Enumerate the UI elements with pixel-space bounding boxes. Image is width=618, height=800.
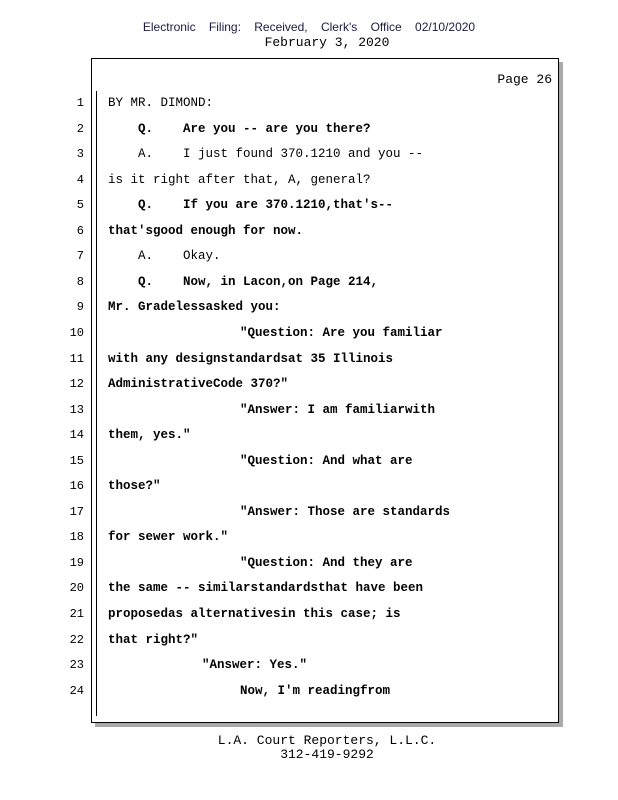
line-number: 5 bbox=[76, 198, 84, 213]
line-number: 11 bbox=[69, 351, 84, 366]
line-text: the same -- similarstandardsthat have be… bbox=[108, 581, 424, 596]
line-number: 7 bbox=[76, 249, 84, 264]
filing-stamp: Electronic Filing: Received, Clerk's Off… bbox=[142, 20, 476, 34]
line-number: 3 bbox=[76, 147, 84, 162]
line-text: "Question: And what are bbox=[240, 453, 413, 468]
line-text: A. Okay. bbox=[138, 249, 221, 264]
line-text: is it right after that, A, general? bbox=[108, 172, 371, 187]
line-number: 9 bbox=[76, 300, 84, 315]
line-number: 15 bbox=[69, 453, 84, 468]
reporter-company: L.A. Court Reporters, L.L.C. bbox=[217, 733, 437, 748]
line-text: A. I just found 370.1210 and you -- bbox=[138, 147, 424, 162]
line-number: 20 bbox=[69, 581, 84, 596]
line-number: 16 bbox=[69, 479, 84, 494]
line-number: 1 bbox=[76, 96, 84, 110]
line-number: 2 bbox=[76, 121, 84, 136]
line-text: AdministrativeCode 370?" bbox=[108, 377, 289, 392]
line-text: that right?" bbox=[108, 632, 199, 647]
line-text: "Answer: Those are standards bbox=[240, 504, 451, 519]
line-number: 14 bbox=[69, 428, 84, 443]
line-text: "Answer: I am familiarwith bbox=[240, 402, 436, 417]
line-text: BY MR. DIMOND: bbox=[108, 96, 214, 110]
line-text: that'sgood enough for now. bbox=[108, 223, 304, 238]
line-text: for sewer work." bbox=[108, 530, 229, 545]
line-number: 6 bbox=[76, 223, 84, 238]
line-text: them, yes." bbox=[108, 428, 191, 443]
line-number: 19 bbox=[69, 555, 84, 570]
line-number: 21 bbox=[69, 607, 84, 621]
transcript-date: February 3, 2020 bbox=[264, 35, 390, 50]
line-text: Mr. Gradelessasked you: bbox=[108, 300, 281, 315]
line-text: Now, I'm readingfrom bbox=[240, 683, 391, 698]
line-text: Q. Now, in Lacon,on Page 214, bbox=[138, 274, 379, 289]
line-number: 8 bbox=[76, 274, 84, 289]
line-number: 18 bbox=[69, 530, 84, 545]
line-number: 13 bbox=[69, 402, 84, 417]
line-text: with any designstandardsat 35 Illinois bbox=[108, 351, 394, 366]
reporter-phone: 312-419-9292 bbox=[280, 747, 374, 762]
line-number: 17 bbox=[69, 504, 84, 519]
line-number: 23 bbox=[69, 658, 84, 673]
line-number: 22 bbox=[69, 632, 84, 647]
transcript-page: Page 26 1 BY MR. DIMOND: 2 Q. Are you -- ar… bbox=[70, 58, 559, 723]
line-text: "Question: And they are bbox=[240, 555, 413, 570]
page-number: Page 26 bbox=[497, 72, 552, 87]
line-text: Q. If you are 370.1210,that's-- bbox=[138, 198, 394, 213]
line-text: "Question: Are you familiar bbox=[240, 325, 443, 340]
line-number: 12 bbox=[69, 377, 84, 392]
line-text: proposedas alternativesin this case; is bbox=[108, 607, 401, 621]
margin-rule bbox=[96, 91, 97, 716]
line-text: those?" bbox=[108, 479, 161, 494]
line-number: 4 bbox=[76, 172, 84, 187]
line-number: 10 bbox=[69, 325, 84, 340]
line-number: 24 bbox=[69, 683, 84, 698]
line-text: "Answer: Yes." bbox=[202, 658, 308, 673]
line-text: Q. Are you -- are you there? bbox=[138, 121, 371, 136]
